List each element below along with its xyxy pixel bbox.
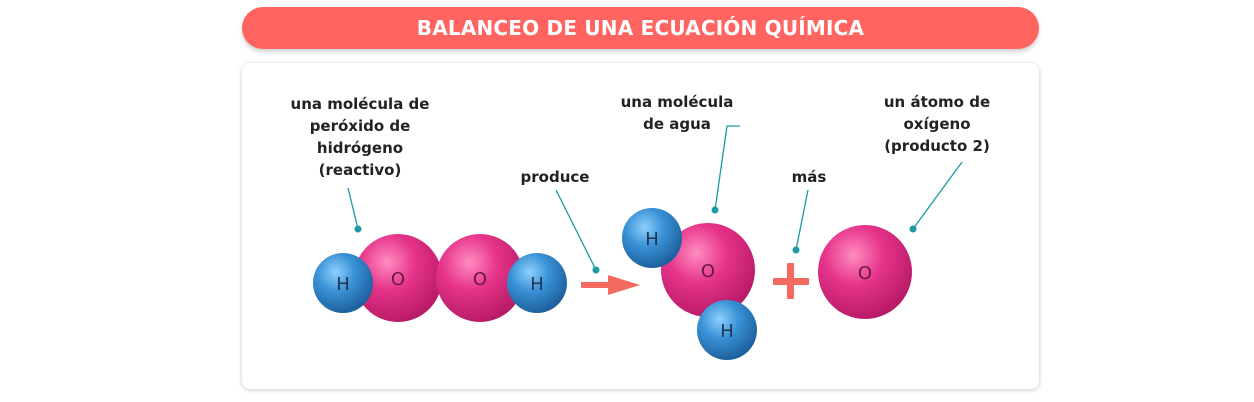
page-title: BALANCEO DE UNA ECUACIÓN QUÍMICA (416, 16, 865, 40)
reaction-arrow (581, 275, 640, 295)
leader-dot-reactant (354, 225, 362, 233)
label-produces: produce (510, 166, 600, 188)
product-oxygen-atom (818, 225, 912, 319)
label-reactant: una molécula de peróxido de hidrógeno (r… (280, 93, 440, 181)
peroxide-oxygen-atom-2 (436, 234, 524, 322)
leader-dot-water (711, 206, 719, 214)
hydrogen-peroxide-molecule: H O O H (313, 234, 567, 322)
water-oxygen-atom (661, 223, 755, 317)
label-plus-text: más (791, 168, 827, 186)
label-plus: más (784, 166, 834, 188)
peroxide-h-left-label: H (336, 274, 350, 295)
peroxide-o-1-label: O (391, 269, 405, 290)
label-oxygen-line-3: (producto 2) (884, 137, 990, 155)
label-reactant-line-4: (reactivo) (318, 161, 402, 179)
plus-sign (773, 263, 809, 299)
title-banner: BALANCEO DE UNA ECUACIÓN QUÍMICA (242, 7, 1039, 49)
leader-water (714, 125, 740, 211)
peroxide-hydrogen-atom-right (507, 253, 567, 313)
leader-reactant (347, 187, 359, 230)
water-h-top-label: H (645, 229, 659, 250)
peroxide-o-2-label: O (473, 269, 487, 290)
label-water-line-1: una molécula (620, 93, 734, 111)
label-produces-text: produce (520, 168, 590, 186)
leader-dot-produces (592, 266, 600, 274)
water-h-bottom-label: H (720, 321, 734, 342)
label-reactant-line-3: hidrógeno (316, 139, 404, 157)
leader-dot-oxygen (909, 225, 917, 233)
label-oxygen-line-2: oxígeno (903, 115, 971, 133)
label-water-line-2: de agua (643, 115, 711, 133)
leader-produces (555, 189, 597, 271)
water-molecule: H O H (622, 208, 757, 360)
water-o-label: O (701, 261, 715, 282)
product-o-label: O (858, 263, 872, 284)
peroxide-h-right-label: H (530, 274, 544, 295)
label-oxygen: un átomo de oxígeno (producto 2) (872, 91, 1002, 157)
peroxide-hydrogen-atom-left (313, 253, 373, 313)
leader-plus (795, 189, 809, 251)
water-hydrogen-atom-top (622, 208, 682, 268)
peroxide-oxygen-atom-1 (354, 234, 442, 322)
label-water: una molécula de agua (612, 91, 742, 135)
leader-dot-plus (792, 246, 800, 254)
oxygen-atom-product: O (818, 225, 912, 319)
label-reactant-line-1: una molécula de (290, 95, 430, 113)
water-hydrogen-atom-bottom (697, 300, 757, 360)
label-oxygen-line-1: un átomo de (883, 93, 991, 111)
leader-oxygen (912, 161, 963, 230)
label-reactant-line-2: peróxido de (309, 117, 411, 135)
